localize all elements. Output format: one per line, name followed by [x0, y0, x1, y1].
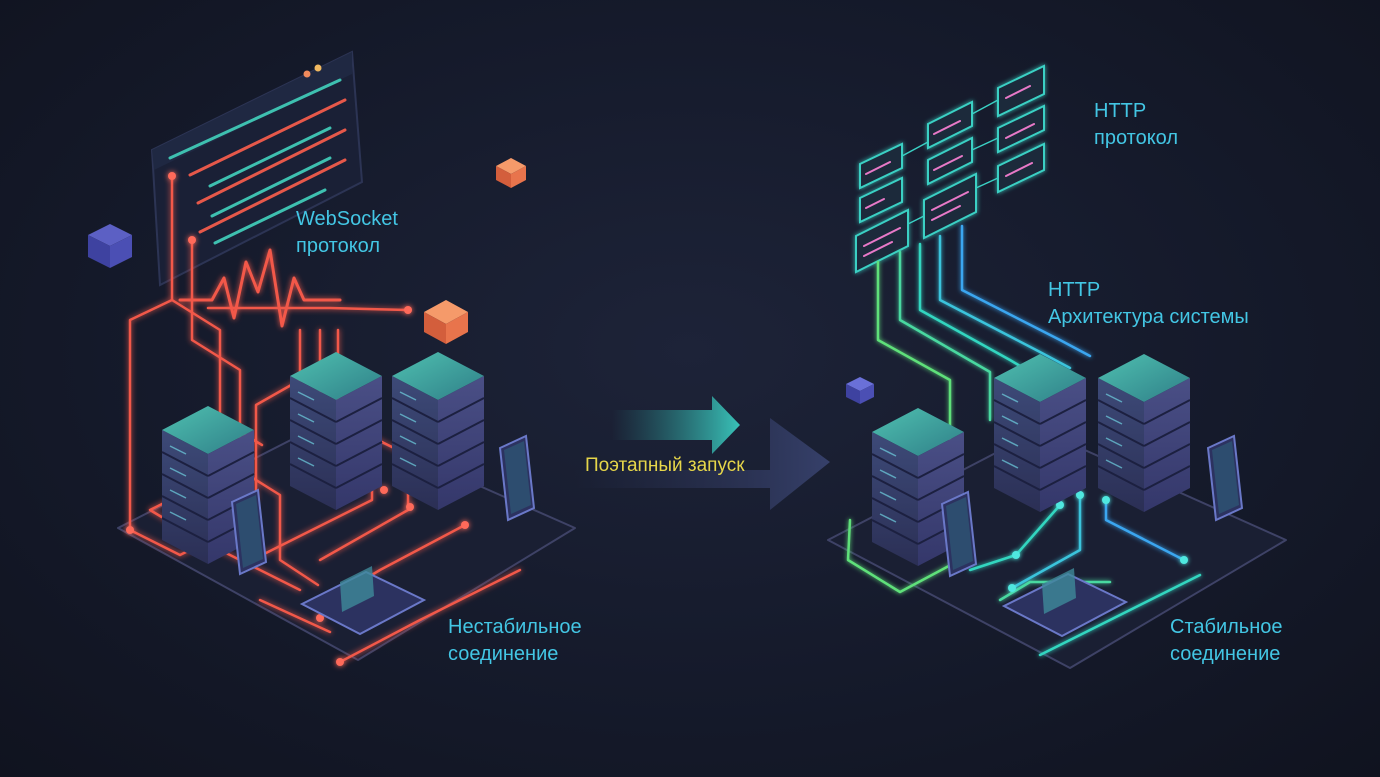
label-line: Нестабильное [448, 616, 582, 638]
laptop-device [299, 566, 427, 636]
floating-cube [88, 224, 132, 268]
label-line: Стабильное [1170, 616, 1283, 638]
server-rack [289, 351, 383, 511]
websocket-code-window [150, 50, 364, 287]
label-line: соединение [448, 643, 559, 665]
left-scene [88, 50, 576, 666]
label-line: HTTP [1048, 279, 1101, 301]
phased-rollout-label: Поэтапный запуск [585, 455, 745, 476]
label-line: HTTP [1094, 100, 1147, 122]
http-protocol-label: HTTP протокол [1094, 98, 1178, 152]
label-line: протокол [296, 235, 381, 257]
label-line: Архитектура системы [1048, 306, 1249, 328]
stable-connection-lines [846, 224, 1202, 657]
floating-cube [496, 158, 526, 188]
unstable-connection-label: Нестабильное соединение [448, 614, 582, 668]
stable-connection-label: Стабильное соединение [1170, 614, 1283, 668]
label-line: WebSocket [296, 208, 398, 230]
transition-arrows [575, 396, 830, 510]
websocket-protocol-label: WebSocket протокол [296, 206, 398, 260]
server-rack [1097, 353, 1191, 513]
http-protocol-blocks [855, 64, 1045, 274]
http-architecture-label: HTTP Архитектура системы [1048, 277, 1249, 331]
floating-cube [424, 300, 468, 344]
label-line: протокол [1094, 127, 1179, 149]
server-rack [993, 353, 1087, 513]
laptop-device [1001, 568, 1129, 638]
floating-cube [846, 377, 874, 404]
right-scene [827, 64, 1287, 669]
label-line: соединение [1170, 643, 1281, 665]
server-rack [391, 351, 485, 511]
